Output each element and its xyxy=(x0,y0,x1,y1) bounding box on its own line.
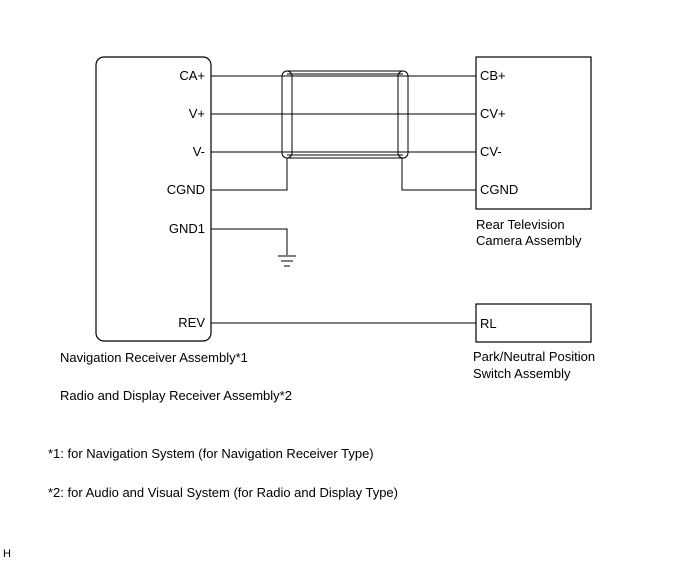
footnote-1: *1: for Navigation System (for Navigatio… xyxy=(48,446,374,461)
wire-cgnd-nav xyxy=(211,158,288,191)
pin-label-rev: REV xyxy=(178,315,205,330)
switch-label-line-1: Park/Neutral Position xyxy=(473,349,595,364)
camera-label-line-1: Rear Television xyxy=(476,217,565,232)
nav-label-1: Navigation Receiver Assembly*1 xyxy=(60,350,248,365)
pin-label-cgnd-camera: CGND xyxy=(480,182,518,197)
pin-label-cgnd-nav: CGND xyxy=(167,182,205,197)
pin-label-cv-plus: CV+ xyxy=(480,106,506,121)
pin-label-gnd1: GND1 xyxy=(169,221,205,236)
wire-gnd1 xyxy=(211,228,288,255)
pin-label-ca-plus: CA+ xyxy=(179,68,205,83)
switch-label-line-2: Switch Assembly xyxy=(473,366,571,381)
corner-mark: H xyxy=(3,548,11,560)
wire-cgnd-camera xyxy=(401,158,476,191)
camera-label-line-2: Camera Assembly xyxy=(476,233,582,248)
ground-icon xyxy=(278,255,296,267)
navigation-receiver-box xyxy=(95,56,212,342)
pin-label-cb-plus: CB+ xyxy=(480,68,506,83)
park-neutral-switch-box xyxy=(475,303,592,343)
footnote-2: *2: for Audio and Visual System (for Rad… xyxy=(48,485,398,500)
pin-label-v-plus: V+ xyxy=(189,106,205,121)
pin-label-rl: RL xyxy=(480,316,497,331)
pin-label-v-minus: V- xyxy=(193,144,205,159)
pin-label-cv-minus: CV- xyxy=(480,144,502,159)
rear-camera-box xyxy=(475,56,592,210)
nav-label-2: Radio and Display Receiver Assembly*2 xyxy=(60,388,292,403)
